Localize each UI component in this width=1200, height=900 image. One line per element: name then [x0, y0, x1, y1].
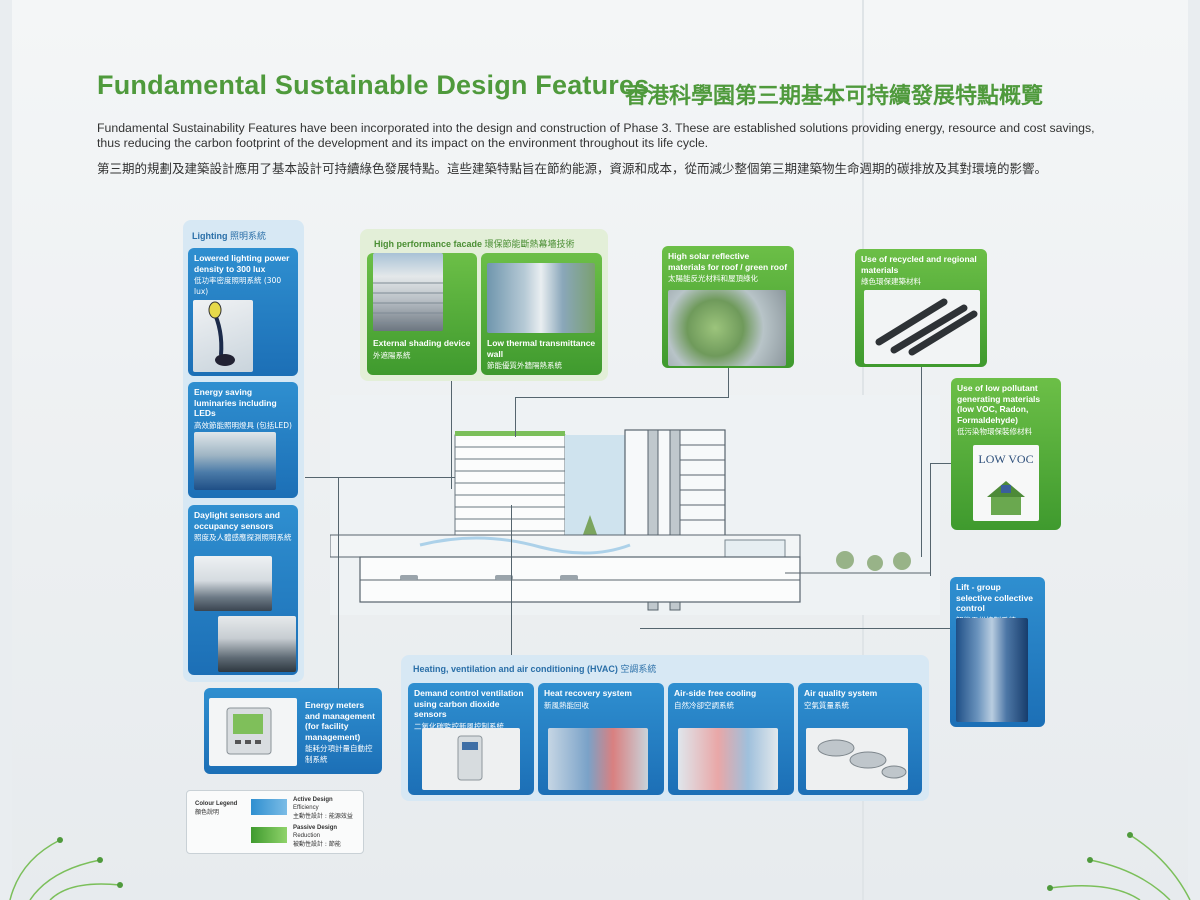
intro-text-zh: 第三期的規劃及建築設計應用了基本設計可持續綠色發展特點。這些建築特點旨在節約能源…: [97, 161, 1048, 176]
office-led-photo: [194, 432, 276, 490]
low-glass-block: [724, 539, 786, 558]
airflow-arrow: [419, 536, 631, 555]
low-voc-badge-text: LOW VOC: [978, 452, 1034, 466]
facade-card-2-text: Low thermal transmittance wall: [487, 338, 596, 359]
rebar-photo: [864, 290, 980, 364]
shading-device-photo: [373, 253, 443, 331]
leader-hvac: [511, 505, 512, 655]
legend-active-swatch: [251, 799, 287, 815]
meter-icon: [226, 707, 272, 755]
building-section-diagram: [329, 395, 940, 615]
leader-roof-v: [728, 368, 729, 398]
lighting-card-2-zh: 高效節能照明燈具 (包括LED): [194, 420, 292, 430]
air-quality-photo: [806, 728, 908, 790]
leader-roof-h: [515, 397, 729, 398]
recycled-card-zh: 綠色環保建築材料: [861, 277, 921, 286]
legend-passive-zh: 被動性設計 : 節能: [293, 841, 341, 848]
leader-voc-v: [930, 463, 931, 576]
legend-title: Colour Legend: [195, 801, 238, 807]
hvac-card-4-text: Air quality system: [804, 688, 878, 698]
hvac-card-1-zh: 二氧化碳監控新風控制系統: [414, 721, 504, 731]
intro-text-en: Fundamental Sustainability Features have…: [97, 121, 1095, 150]
recycled-card-text: Use of recycled and regional materials: [861, 254, 977, 275]
legend-title-zh: 顏色說明: [195, 809, 220, 816]
energy-meters-text-zh: 能耗分項計量自動控制系統: [305, 744, 373, 764]
low-voc-badge: LOW VOC: [973, 445, 1039, 521]
legend-active-zh: 主動性設計 : 能源效益: [293, 813, 353, 820]
energy-meter-photo: [209, 698, 297, 766]
page-title: Fundamental Sustainable Design Features: [97, 70, 650, 100]
low-pollutant-card-zh: 低污染物環保裝修材料: [957, 427, 1032, 436]
lighting-card-2-text: Energy saving luminaries including LEDs: [194, 387, 277, 418]
lighting-card-3-zh: 照度及人體感應探測照明系統: [194, 533, 292, 542]
lift-lobby-photo: [956, 618, 1028, 722]
leader-facade: [451, 381, 452, 489]
facade-label: High performance facade 環保節能斷熱幕墻技術: [374, 237, 575, 250]
leader-recycled: [921, 367, 922, 557]
hvac-label-zh: 空調系統: [620, 665, 657, 675]
leader-voc-h: [930, 463, 951, 464]
hvac-label: Heating, ventilation and air conditionin…: [413, 662, 656, 675]
green-house-icon: [987, 481, 1025, 515]
lighting-label: Lighting 照明系統: [192, 229, 266, 242]
leader-lift: [640, 628, 950, 629]
hvac-card-2-text: Heat recovery system: [544, 688, 632, 698]
cars: [400, 575, 578, 580]
lamp-icon: [208, 301, 235, 366]
lighting-label-en: Lighting: [192, 231, 228, 241]
legend-passive-swatch: [251, 827, 287, 843]
free-cooling-photo: [678, 728, 778, 790]
circuit-leaf-left-icon: [9, 837, 123, 900]
lighting-card-1-text: Lowered lighting power density to 300 lu…: [194, 253, 290, 274]
hvac-label-en: Heating, ventilation and air conditionin…: [413, 664, 618, 674]
glass-atrium: [565, 435, 625, 543]
trees: [836, 551, 911, 571]
hvac-card-1-text: Demand control ventilation using carbon …: [414, 688, 524, 719]
energy-meters-text: Energy meters and management (for facili…: [305, 700, 379, 765]
building-section-svg: [329, 395, 940, 615]
office-sensor-photo-1: [194, 556, 272, 611]
hvac-card-4-zh: 空氣質量系統: [804, 700, 849, 710]
leader-roof-v2: [515, 397, 516, 437]
energy-meters-text-en: Energy meters and management (for facili…: [305, 700, 375, 742]
low-pollutant-card-text: Use of low pollutant generating material…: [957, 383, 1041, 425]
duct-icon: [817, 739, 907, 779]
circuit-leaf-right-icon: [1047, 832, 1191, 900]
lift-card-text: Lift - group selective collective contro…: [956, 582, 1034, 613]
office-sensor-photo-2: [218, 616, 296, 672]
leader-meters: [338, 477, 339, 689]
roof-card-zh: 太陽能反光材料和屋頂綠化: [668, 274, 758, 283]
heat-recovery-photo: [548, 728, 648, 790]
office-tower-left: [454, 431, 566, 541]
lighting-card-3-text: Daylight sensors and occupancy sensors: [194, 510, 280, 531]
hvac-card-3-zh: 自然冷卻空調系統: [674, 700, 734, 710]
facade-card-2-zh: 節能優質外牆隔熱系統: [487, 361, 562, 370]
legend-active-label: Active Design: [293, 797, 333, 803]
legend-passive-label: Passive Design: [293, 825, 338, 831]
legend-passive-sub: Reduction: [293, 833, 321, 839]
facade-card-1-text: External shading device: [373, 338, 471, 348]
green-roof-photo: [668, 290, 786, 366]
facade-card-1-zh: 外遮陽系統: [373, 350, 411, 360]
co2-sensor-photo: [422, 728, 520, 790]
building-facade-icon: [373, 282, 443, 324]
page-title-zh: 香港科學園第三期基本可持續發展特點概覽: [625, 84, 1044, 109]
legend-active-sub: Efficiency: [293, 805, 319, 811]
hvac-card-3-text: Air-side free cooling: [674, 688, 757, 698]
lighting-card-1-zh: 低功率密度照明系統 (300 lux): [194, 276, 282, 296]
roof-card-text: High solar reflective materials for roof…: [668, 251, 788, 272]
sensor-icon: [457, 735, 483, 781]
hvac-card-2-zh: 新風熱能回收: [544, 700, 589, 710]
facade-label-zh: 環保節能斷熱幕墻技術: [484, 240, 575, 250]
rebar-icon: [875, 298, 978, 356]
colour-legend: Colour Legend 顏色說明 Active Design Efficie…: [186, 790, 364, 854]
lighting-label-zh: 照明系統: [230, 232, 267, 242]
leader-lighting: [305, 477, 455, 478]
facade-label-en: High performance facade: [374, 239, 483, 249]
thermal-wall-photo: [487, 263, 595, 333]
lamp-photo: [193, 300, 253, 372]
